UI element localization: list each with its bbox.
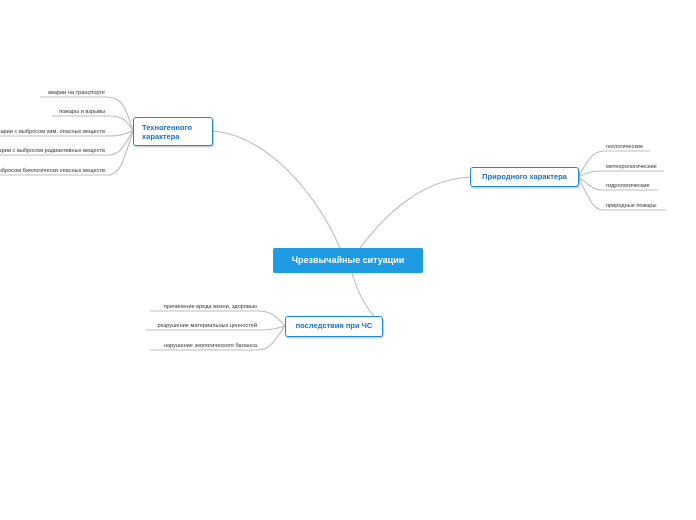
topic-consequences[interactable]: последствия при ЧС bbox=[285, 316, 383, 337]
techno-leaf-4[interactable]: аварии с выбросом радиактивных веществ bbox=[0, 148, 105, 154]
link-techno-leaf-1 bbox=[107, 96, 134, 132]
topic-natural[interactable]: Природного характера bbox=[470, 167, 579, 187]
link-natural-leaf-3 bbox=[577, 176, 604, 191]
link-cons-leaf-1 bbox=[257, 310, 286, 327]
link-cons-leaf-3 bbox=[257, 325, 286, 351]
consequences-leaf-3[interactable]: нарушение экологического баланса bbox=[163, 343, 257, 349]
natural-leaf-1[interactable]: геологические bbox=[606, 144, 644, 150]
link-cons-leaf-2 bbox=[257, 325, 286, 331]
link-natural-leaf-1 bbox=[577, 150, 604, 178]
natural-leaf-4[interactable]: природные пожары bbox=[606, 203, 657, 209]
central-topic[interactable]: Чрезвычайные ситуации bbox=[273, 248, 423, 273]
techno-leaf-1[interactable]: аварии на транспорте bbox=[47, 90, 105, 96]
link-techno-leaf-5 bbox=[107, 130, 134, 176]
topic-techno[interactable]: Техногенного характера bbox=[133, 117, 213, 146]
topic-natural-label: Природного характера bbox=[482, 172, 567, 181]
link-natural-leaf-4 bbox=[577, 176, 604, 211]
link-central-natural bbox=[359, 176, 471, 249]
topic-techno-label: Техногенного характера bbox=[142, 123, 193, 141]
techno-leaf-5[interactable]: аварии с выбросом биологически опасных в… bbox=[0, 168, 105, 174]
techno-leaf-3[interactable]: аварии с выбросом хим. опасных веществ bbox=[0, 129, 105, 135]
natural-leaf-2[interactable]: метеорологические bbox=[606, 164, 657, 170]
link-central-consequences bbox=[351, 272, 377, 319]
link-natural-leaf-2 bbox=[577, 170, 604, 178]
link-techno-leaf-3 bbox=[107, 130, 134, 137]
techno-leaf-2[interactable]: пожары и взрывы bbox=[59, 109, 105, 115]
link-techno-leaf-4 bbox=[107, 130, 134, 156]
link-techno-leaf-2 bbox=[107, 115, 134, 132]
consequences-leaf-1[interactable]: причинение вреда жизни, здоровью bbox=[163, 304, 257, 310]
consequences-leaf-2[interactable]: разрушение материальных ценностей bbox=[157, 323, 257, 329]
natural-leaf-3[interactable]: гидрологические bbox=[606, 183, 650, 189]
link-central-techno bbox=[211, 130, 341, 249]
topic-consequences-label: последствия при ЧС bbox=[295, 321, 373, 330]
